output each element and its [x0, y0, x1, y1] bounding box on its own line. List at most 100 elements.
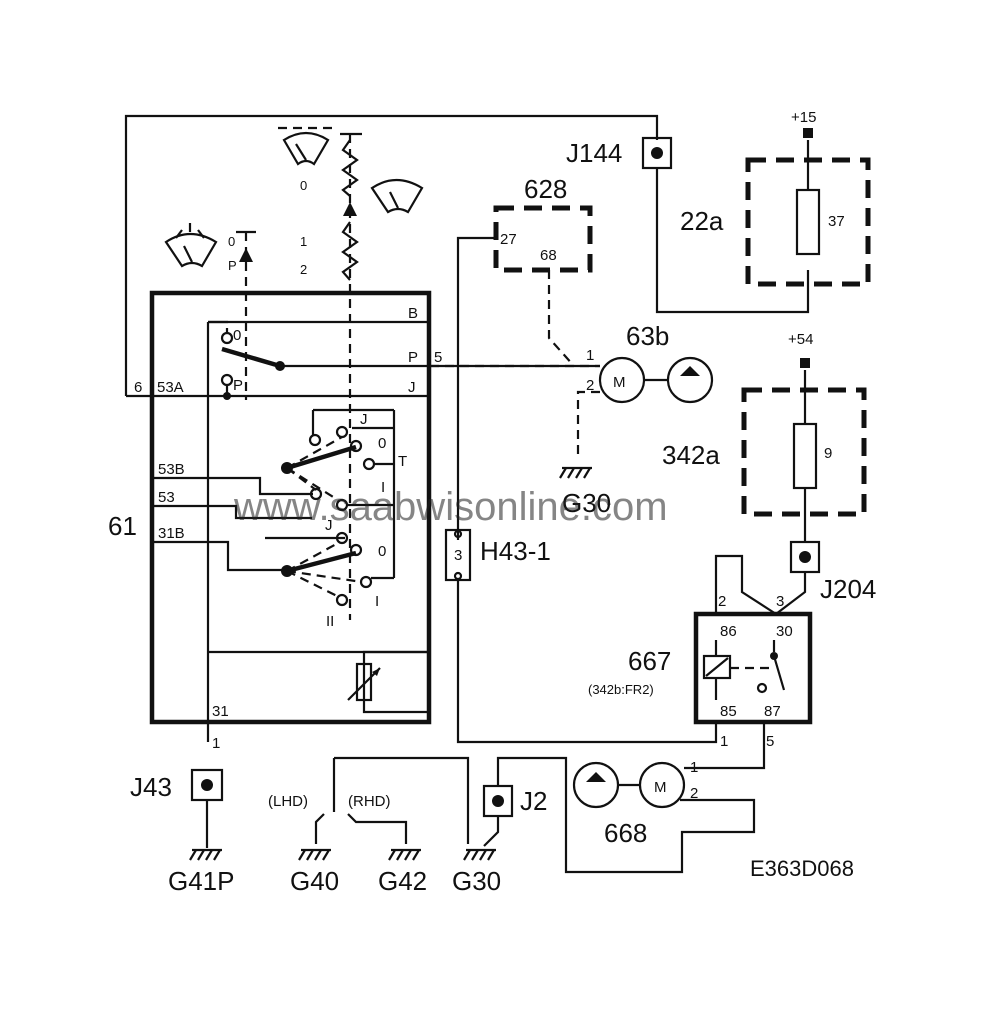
fuse-37 — [795, 188, 821, 256]
fast-wiper-icon — [370, 178, 424, 214]
watermark: www.saabwisonline.com — [233, 485, 668, 529]
motor-ground-wire — [576, 390, 600, 456]
ground-g40: G40 — [290, 866, 339, 896]
wire-h43-relay85 — [456, 580, 718, 744]
fuse-box-342a-label: 342a — [662, 440, 720, 470]
wire-53b — [152, 476, 313, 496]
ground-g41p: G41P — [168, 866, 235, 896]
connector-h43-label: H43-1 — [480, 536, 551, 566]
relay-pin-5: 5 — [766, 733, 774, 750]
park-switch-lever — [221, 346, 281, 369]
wire-53 — [152, 504, 312, 520]
wire-53a-j144 — [124, 114, 659, 396]
rhd-label: (RHD) — [348, 793, 391, 810]
supply-15: +15 — [791, 109, 816, 126]
washer-pin-2: 2 — [690, 785, 698, 802]
ground-g42: G42 — [378, 866, 427, 896]
relay-pin-30: 30 — [776, 623, 793, 640]
pos-p: P — [233, 377, 243, 394]
lower-rotary-lever — [286, 550, 357, 574]
relay-pin-2: 2 — [718, 593, 726, 610]
motor-ground-symbol — [559, 466, 592, 479]
term-31b: 31B — [158, 525, 185, 542]
fuse-box-628-label: 628 — [524, 174, 567, 204]
pin-68: 68 — [540, 247, 557, 264]
ground-g30-motor: G30 — [562, 488, 611, 518]
wiper-motor-symbol: M — [613, 374, 626, 391]
pos-0b: 0 — [378, 435, 386, 452]
wiper-pos-0-park: 0 — [228, 234, 235, 249]
term-p: P — [408, 349, 418, 366]
switch-pin-1: 1 — [212, 735, 220, 752]
pin-6: 6 — [134, 379, 142, 396]
relay-pin-86: 86 — [720, 623, 737, 640]
contact-p — [220, 373, 234, 387]
pos-i: I — [381, 479, 385, 496]
variable-resistor — [355, 662, 373, 702]
switch-61-label: 61 — [108, 511, 137, 541]
pos-0: 0 — [233, 327, 241, 344]
wiper-pos-p: P — [228, 258, 237, 273]
junction-j144-label: J144 — [566, 138, 622, 168]
ground-g42-symbol — [388, 848, 421, 861]
washer-pin-1: 1 — [690, 759, 698, 776]
washer-motor-symbol: M — [654, 779, 667, 796]
motor-pin-2: 2 — [586, 377, 594, 394]
relay-667-sublabel: (342b:FR2) — [588, 682, 654, 697]
term-53b: 53B — [158, 461, 185, 478]
wiper-pos-2: 2 — [300, 262, 307, 277]
fuse-9-label: 9 — [824, 445, 832, 462]
pos-ii: II — [326, 613, 334, 630]
term-p-pin: 5 — [434, 349, 442, 366]
relay-pin-1: 1 — [720, 733, 728, 750]
wiper-pump — [666, 356, 714, 404]
wash-wiper-icon — [164, 223, 218, 268]
washer-pump-icon — [572, 761, 620, 809]
motor-pin-1: 1 — [586, 347, 594, 364]
relay-pin-87: 87 — [764, 703, 781, 720]
contact-0 — [220, 331, 234, 345]
relay-667 — [693, 611, 813, 725]
wiper-pos-0-top: 0 — [300, 178, 307, 193]
ground-g40-symbol — [298, 848, 331, 861]
pos-j: J — [360, 411, 368, 428]
wire-j144-fuse37 — [655, 168, 810, 314]
pos-0c: 0 — [378, 543, 386, 560]
relay-pin-3: 3 — [776, 593, 784, 610]
ground-g30-symbol — [463, 848, 496, 861]
ground-g41p-symbol — [189, 848, 222, 861]
supply-54: +54 — [788, 331, 813, 348]
term-j: J — [408, 379, 416, 396]
wire-31b — [152, 540, 287, 572]
ground-g30: G30 — [452, 866, 501, 896]
wire-27-h43 — [456, 236, 498, 540]
junction-j2-label: J2 — [520, 786, 547, 816]
pos-i2: I — [375, 593, 379, 610]
connector-h43-pin: 3 — [454, 547, 462, 564]
intermittent-wiper-icon — [278, 126, 332, 166]
switch-61-housing — [149, 290, 432, 725]
term-b: B — [408, 305, 418, 322]
term-53a: 53A — [157, 379, 184, 396]
upper-rotary-lever — [286, 444, 357, 471]
washer-pump-label: 668 — [604, 818, 647, 848]
fuse-box-22a-label: 22a — [680, 206, 724, 236]
wire-68-motor — [547, 270, 575, 367]
relay-contact — [772, 655, 786, 691]
lhd-label: (LHD) — [268, 793, 308, 810]
pos-j2: J — [325, 517, 333, 534]
relay-pin-85: 85 — [720, 703, 737, 720]
fuse-37-label: 37 — [828, 213, 845, 230]
junction-j43-label: J43 — [130, 772, 172, 802]
wiper-pos-1: 1 — [300, 234, 307, 249]
fuse-9 — [792, 422, 818, 490]
junction-j204-label: J204 — [820, 574, 876, 604]
pin-27: 27 — [500, 231, 517, 248]
term-53: 53 — [158, 489, 175, 506]
diagram-code: E363D068 — [750, 856, 854, 881]
wiper-motor-label: 63b — [626, 321, 669, 351]
relay-667-label: 667 — [628, 646, 671, 676]
pos-t: T — [398, 453, 407, 470]
wire-washer-ground — [496, 756, 756, 874]
